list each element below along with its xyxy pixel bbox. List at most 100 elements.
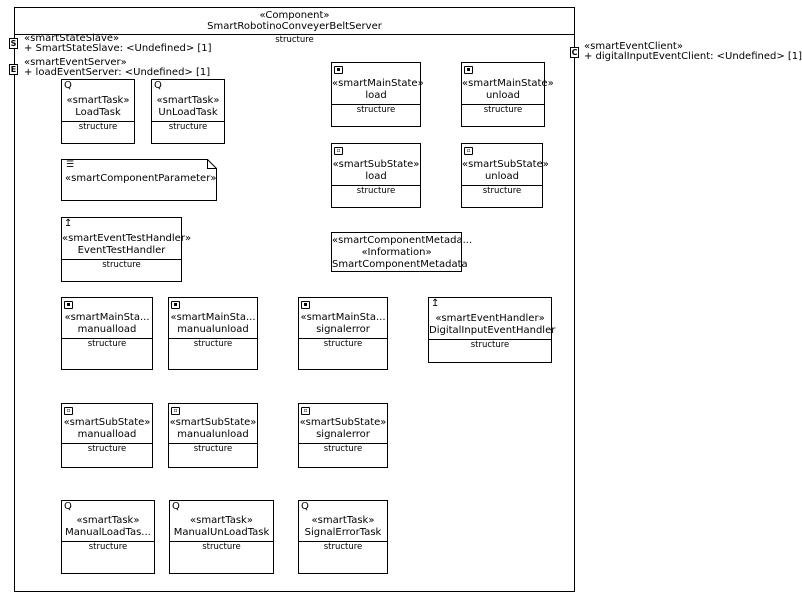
compartment-divider bbox=[169, 338, 257, 339]
box-stereotype: «smartEventTestHandler» bbox=[62, 233, 192, 244]
box-stereotype: «smartSubState» bbox=[332, 159, 420, 170]
compartment-divider bbox=[299, 338, 387, 339]
compartment-divider bbox=[332, 185, 420, 186]
compartment-divider bbox=[169, 443, 257, 444]
event-client-stereotype: «smartEventClient» bbox=[584, 41, 683, 52]
box-name: LoadTask bbox=[75, 107, 121, 118]
compartment-divider bbox=[170, 541, 273, 542]
box-stereotype: «smartTask» bbox=[311, 515, 375, 526]
box-stereotype: «smartMainSta... bbox=[170, 312, 256, 323]
box-compartment: structure bbox=[202, 542, 241, 552]
box-stereotype: «smartSubState» bbox=[462, 159, 549, 170]
compartment-divider bbox=[62, 121, 134, 122]
box-compartment: structure bbox=[87, 444, 127, 454]
box-compartment: structure bbox=[193, 444, 233, 454]
main-state-manualunload-box[interactable]: ▪ «smartMainSta... manualunload structur… bbox=[168, 297, 258, 370]
box-name: UnLoadTask bbox=[158, 107, 218, 118]
box-compartment: structure bbox=[168, 122, 208, 132]
box-compartment: structure bbox=[88, 542, 128, 552]
sub-state-signalerror-box[interactable]: ▫ «smartSubState» signalerror structure bbox=[298, 403, 388, 468]
metadata-stereotype: «smartComponentMetada... bbox=[332, 235, 473, 246]
state-slave-property: + SmartStateSlave: <Undefined> [1] bbox=[24, 43, 212, 54]
box-stereotype: «smartSubState» bbox=[63, 417, 151, 428]
box-stereotype: «smartSubState» bbox=[169, 417, 257, 428]
note-shape bbox=[61, 159, 217, 201]
port-icon: S bbox=[10, 39, 17, 48]
task-icon: Q bbox=[301, 501, 309, 512]
compartment-divider bbox=[62, 541, 154, 542]
state-icon: ▪ bbox=[334, 64, 343, 74]
state-icon: ▪ bbox=[301, 299, 310, 309]
event-server-stereotype: «smartEventServer» bbox=[24, 57, 127, 68]
component-header-divider bbox=[15, 34, 574, 35]
state-icon: ▪ bbox=[464, 64, 473, 74]
box-name: ManualLoadTas... bbox=[65, 527, 151, 538]
unload-task-box[interactable]: Q «smartTask» UnLoadTask structure bbox=[151, 79, 225, 144]
state-slave-port[interactable]: S bbox=[9, 38, 18, 49]
compartment-divider bbox=[332, 104, 420, 105]
box-name: manualload bbox=[77, 429, 137, 440]
manual-load-task-box[interactable]: Q «smartTask» ManualLoadTas... structure bbox=[61, 500, 155, 574]
box-compartment: structure bbox=[356, 186, 396, 196]
box-stereotype: «smartMainState» bbox=[332, 78, 424, 89]
state-icon: ▫ bbox=[171, 405, 180, 415]
digital-input-event-handler-box[interactable]: ↥ «smartEventHandler» DigitalInputEventH… bbox=[428, 297, 556, 363]
sub-state-load-box[interactable]: ▫ «smartSubState» load structure bbox=[331, 143, 421, 208]
box-stereotype: «smartTask» bbox=[76, 515, 140, 526]
signal-error-task-box[interactable]: Q «smartTask» SignalErrorTask structure bbox=[298, 500, 388, 574]
main-state-unload-box[interactable]: ▪ «smartMainState» unload structure bbox=[461, 62, 554, 127]
main-state-manualload-box[interactable]: ▪ «smartMainSta... manualload structure bbox=[61, 297, 153, 370]
event-server-property: + loadEventServer: <Undefined> [1] bbox=[24, 67, 211, 78]
main-state-signalerror-box[interactable]: ▪ «smartMainSta... signalerror structure bbox=[298, 297, 388, 370]
component-compartment-label: structure bbox=[275, 35, 314, 45]
load-task-box[interactable]: Q «smartTask» LoadTask structure bbox=[61, 79, 135, 144]
main-state-load-box[interactable]: ▪ «smartMainState» load structure bbox=[331, 62, 424, 127]
compartment-divider bbox=[62, 259, 181, 260]
compartment-divider bbox=[152, 121, 224, 122]
state-icon: ▪ bbox=[171, 299, 180, 309]
compartment-divider bbox=[429, 339, 551, 340]
box-stereotype: «smartSubState» bbox=[299, 417, 387, 428]
compartment-divider bbox=[462, 185, 542, 186]
box-compartment: structure bbox=[87, 339, 127, 349]
event-client-port[interactable]: C bbox=[570, 47, 579, 58]
component-parameter-note[interactable]: ☰ «smartComponentParameter» bbox=[61, 159, 217, 201]
box-name: manualunload bbox=[177, 429, 249, 440]
state-icon: ▪ bbox=[64, 299, 73, 309]
state-icon: ▫ bbox=[301, 405, 310, 415]
state-icon: ▫ bbox=[334, 145, 343, 155]
box-compartment: structure bbox=[470, 340, 510, 350]
sub-state-manualload-box[interactable]: ▫ «smartSubState» manualload structure bbox=[61, 403, 153, 468]
box-stereotype: «smartMainState» bbox=[462, 78, 554, 89]
parameter-stereotype: «smartComponentParameter» bbox=[65, 173, 217, 184]
event-client-property: + digitalInputEventClient: <Undefined> [… bbox=[584, 51, 802, 62]
box-stereotype: «smartMainSta... bbox=[64, 312, 150, 323]
event-test-handler-box[interactable]: ↥ «smartEventTestHandler» EventTestHandl… bbox=[61, 217, 192, 282]
box-compartment: structure bbox=[323, 444, 363, 454]
state-icon: ▫ bbox=[464, 145, 473, 155]
component-frame[interactable]: «Component» SmartRobotinoConveyerBeltSer… bbox=[14, 7, 575, 592]
box-name: EventTestHandler bbox=[77, 245, 166, 256]
compartment-divider bbox=[62, 443, 152, 444]
event-server-port[interactable]: E bbox=[9, 64, 18, 75]
compartment-divider bbox=[299, 443, 387, 444]
sub-state-unload-box[interactable]: ▫ «smartSubState» unload structure bbox=[461, 143, 549, 208]
compartment-divider bbox=[462, 104, 544, 105]
port-icon: C bbox=[571, 48, 578, 57]
parameter-icon: ☰ bbox=[66, 160, 75, 170]
box-name: DigitalInputEventHandler bbox=[429, 325, 556, 336]
compartment-divider bbox=[299, 541, 387, 542]
box-compartment: structure bbox=[356, 105, 396, 115]
component-name: SmartRobotinoConveyerBeltServer bbox=[207, 21, 382, 32]
box-name: ManualUnLoadTask bbox=[173, 527, 270, 538]
task-icon: Q bbox=[64, 501, 72, 512]
manual-unload-task-box[interactable]: Q «smartTask» ManualUnLoadTask structure bbox=[169, 500, 274, 574]
port-icon: E bbox=[10, 65, 17, 74]
box-stereotype: «smartTask» bbox=[156, 95, 220, 106]
task-icon: Q bbox=[154, 80, 162, 91]
sub-state-manualunload-box[interactable]: ▫ «smartSubState» manualunload structure bbox=[168, 403, 258, 468]
component-metadata-box[interactable]: «smartComponentMetada... «Information» S… bbox=[331, 232, 473, 272]
box-stereotype: «smartTask» bbox=[66, 95, 130, 106]
box-compartment: structure bbox=[78, 122, 118, 132]
box-name: manualload bbox=[77, 324, 137, 335]
